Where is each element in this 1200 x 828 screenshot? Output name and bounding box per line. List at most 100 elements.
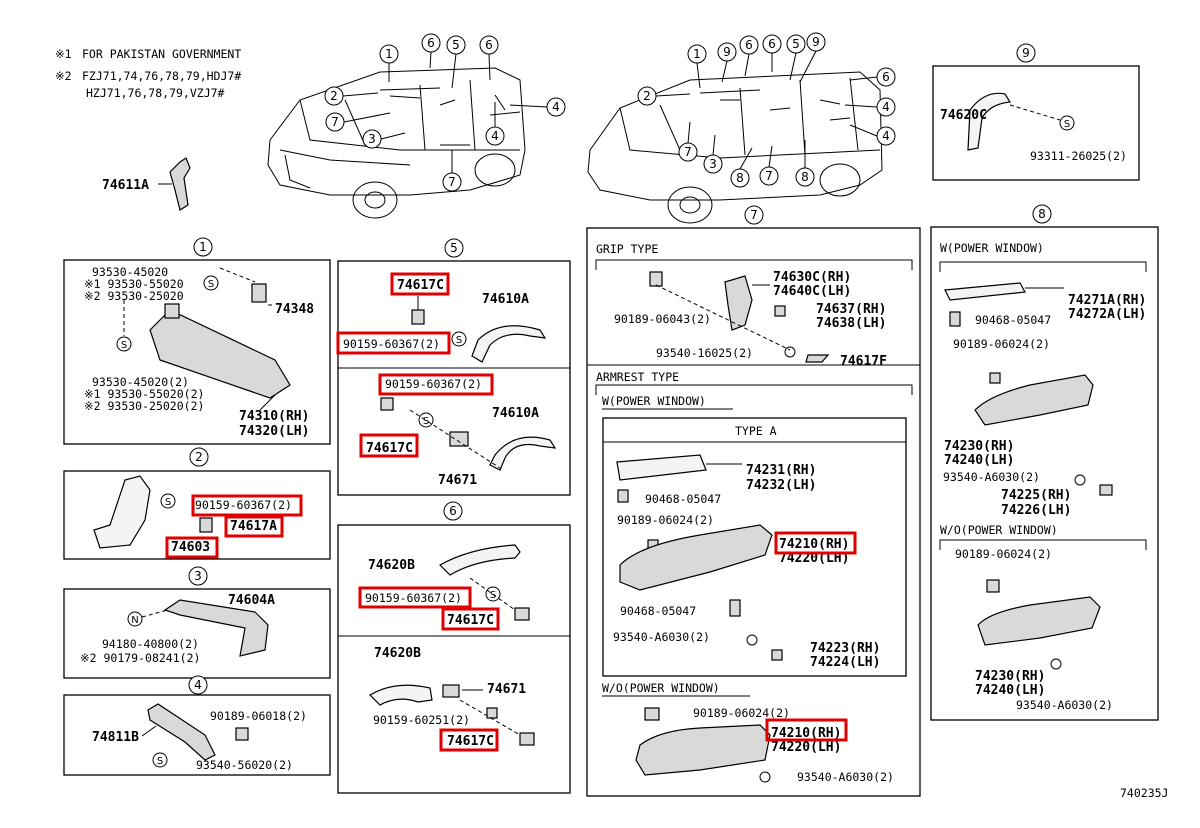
section-6: 6 74620B S 90159-60367(2) 74617C 74620B … [337,501,571,794]
svg-text:N: N [131,615,138,626]
svg-text:1: 1 [693,47,701,61]
note2-line2: HZJ71,76,78,79,VZJ7# [86,86,225,100]
section-8-p7-label: 93540-A6030(2) [943,470,1040,484]
section-1: 1 93530-45020 ※1 93530-55020 ※2 93530-25… [63,237,331,445]
notes: ※1 FOR PAKISTAN GOVERNMENT ※2 FZJ71,74,7… [55,47,241,100]
highlight-74617C-d [439,728,499,752]
svg-text:4: 4 [491,129,499,143]
highlight-74210-b [765,718,848,742]
section-7-a3-label: 90468-05047 [645,492,721,506]
section-6b-clip-label: 74617C [447,734,494,749]
section-9-grip-label: 74620C [940,108,987,123]
svg-text:S: S [423,416,429,427]
section-8-p1-label: 74271A(RH) [1068,293,1146,308]
section-7-a9-label: 74223(RH) [810,641,880,656]
svg-text:S: S [490,590,496,601]
section-1-screw-label: 93530-45020(2) [92,375,189,389]
section-3: 3 74604A N 94180-40800(2) ※2 90179-08241… [63,566,331,679]
svg-text:S: S [157,756,163,767]
callout-5: 5 [786,34,806,81]
svg-text:6: 6 [768,37,776,51]
section-8-p4-label: 90189-06024(2) [953,337,1050,351]
svg-text:1: 1 [385,47,393,61]
callout-7: 7 [325,112,391,132]
callout-6: 6 [849,67,896,87]
svg-text:9: 9 [812,35,820,49]
callout-7: 7 [678,121,698,162]
section-3-nut-label: 94180-40800(2) [102,637,199,651]
svg-text:6: 6 [427,36,435,50]
callout-1: 1 [379,44,399,82]
highlight-90159-60367 [191,494,303,517]
part-74611A-label: 74611A [102,178,149,193]
section-7-a2-label: 74232(LH) [746,478,816,493]
highlight-74603 [165,536,219,559]
section-4-number: 4 [194,678,202,692]
vehicle-illustration-left [267,67,526,219]
section-6b-cover-label: 74671 [487,682,526,697]
section-8-p9-label: 74226(LH) [1001,503,1071,518]
section-7-a4-label: 90189-06024(2) [617,513,714,527]
section-5b-clip-label: 74617C [366,441,413,456]
section-7-a7-label: 90468-05047 [620,604,696,618]
section-1-clip-label: 93530-45020 [92,265,168,279]
section-6b-grip-label: 74620B [374,646,421,661]
part-74611A: 74611A [102,157,191,211]
section-7-wo-power-heading: W/O(POWER WINDOW) [602,681,720,695]
svg-text:7: 7 [331,115,339,129]
section-5b-cover-label: 74671 [438,473,477,488]
section-7-armrest-heading: ARMREST TYPE [596,370,679,384]
svg-text:5: 5 [452,38,460,52]
svg-text:S: S [121,340,127,351]
callout-6: 6 [739,35,759,77]
section-5: 5 74617C 74610A S 90159-60367(2) 90159-6… [336,238,571,496]
section-2: 2 S 90159-60367(2) 74617A 74603 [63,447,331,560]
highlight-74617C-b [359,433,419,458]
note1-mark: ※1 [55,47,72,61]
section-1-clip-alt2: ※2 93530-25020 [84,289,184,303]
svg-text:7: 7 [448,175,456,189]
section-1-74348-label: 74348 [275,302,314,317]
callout-9: 9 [717,42,737,83]
section-7-g2-label: 74640C(LH) [773,284,851,299]
section-7-g5-label: 74638(LH) [816,316,886,331]
section-7-a10-label: 74224(LH) [810,655,880,670]
section-9-number: 9 [1022,46,1030,60]
section-8-wo-power-heading: W/O(POWER WINDOW) [940,523,1058,537]
section-7-b3-label: 74220(LH) [771,740,841,755]
callout-6: 6 [762,34,782,72]
section-4-bolt-label: 90189-06018(2) [210,709,307,723]
svg-text:S: S [208,279,214,290]
section-7-g6-label: 93540-16025(2) [656,346,753,360]
section-8: 8 W(POWER WINDOW) 74271A(RH) 74272A(LH) … [930,204,1159,721]
section-7-number: 7 [750,208,758,222]
section-6a-screw-label: 90159-60367(2) [365,591,462,605]
svg-text:8: 8 [736,171,744,185]
section-8-w-power-heading: W(POWER WINDOW) [940,241,1044,255]
vehicle-left-callouts: 1 6 5 6 4 2 7 3 4 7 [324,33,566,192]
section-3-alt-label: ※2 90179-08241(2) [80,651,200,665]
section-7-type-a-heading: TYPE A [735,424,777,438]
section-7-a1-label: 74231(RH) [746,463,816,478]
section-8-p5-label: 74230(RH) [944,439,1014,454]
section-8-q3-label: 74240(LH) [975,683,1045,698]
callout-6: 6 [421,33,441,69]
section-5-number: 5 [450,241,458,255]
section-1-screw-alt2: ※2 93530-25020(2) [84,399,204,413]
svg-text:2: 2 [330,89,338,103]
svg-text:3: 3 [368,132,376,146]
section-2-grip-label: 74603 [171,540,210,555]
callout-2: 2 [637,86,691,106]
section-9-screw-label: 93311-26025(2) [1030,149,1127,163]
section-1-screw-alt1: ※1 93530-55020(2) [84,387,204,401]
section-8-q1-label: 90189-06024(2) [955,547,1052,561]
section-7-a5-label: 74210(RH) [779,537,849,552]
section-5a-screw-label: 90159-60367(2) [343,337,440,351]
svg-text:S: S [1064,119,1070,130]
section-7-g7-label: 74617F [840,354,887,369]
section-6b-screw-label: 90159-60251(2) [373,713,470,727]
section-6a-clip-label: 74617C [447,613,494,628]
section-1-rh-label: 74310(RH) [239,409,309,424]
svg-text:S: S [456,335,462,346]
svg-text:4: 4 [882,129,890,143]
